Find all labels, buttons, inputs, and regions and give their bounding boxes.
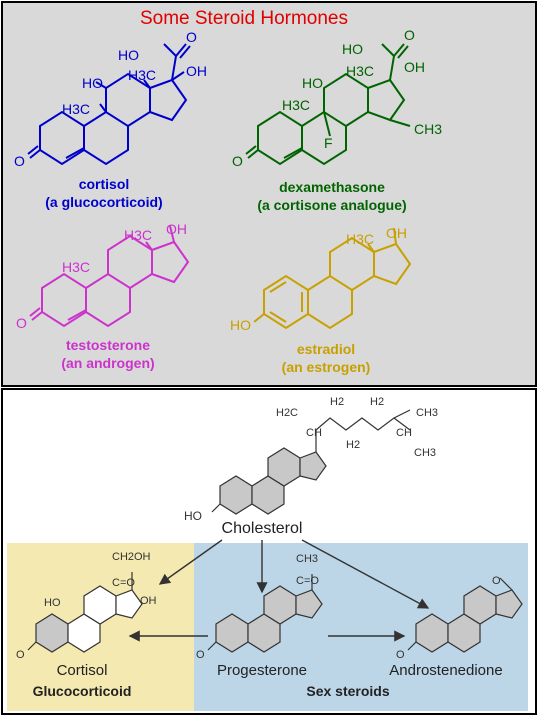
chol-h2a: H2 bbox=[330, 396, 344, 408]
chol-h2c2: H2 bbox=[370, 396, 384, 408]
chol-ch-end: CH bbox=[396, 427, 412, 439]
cortisol-methyl2: H3C bbox=[62, 101, 90, 117]
estradiol-methyl: H3C bbox=[346, 231, 374, 247]
cortisol-structure bbox=[27, 43, 191, 166]
glucocorticoid-label: Glucocorticoid bbox=[33, 683, 132, 699]
dexamethasone-atoms: HO HO OH H3C H3C CH3 F O O bbox=[232, 27, 442, 169]
dexa-oxo-ring: O bbox=[232, 153, 243, 169]
estradiol-oh: OH bbox=[386, 225, 407, 241]
androstenedione-name: Androstenedione bbox=[389, 662, 502, 679]
cortisol-methyl1: H3C bbox=[128, 67, 156, 83]
chol-ch: CH bbox=[306, 427, 322, 439]
pathway-arrows bbox=[128, 539, 430, 642]
progesterone-name: Progesterone bbox=[217, 662, 307, 679]
bc-ch2oh: CH2OH bbox=[112, 551, 151, 563]
top-panel-title: Some Steroid Hormones bbox=[140, 8, 348, 29]
dexa-ho-top: HO bbox=[342, 41, 363, 57]
progesterone-atoms: CH3 C=O O bbox=[196, 553, 319, 661]
cortisol-oxo-top: O bbox=[186, 29, 197, 45]
progesterone-structure bbox=[207, 574, 323, 653]
dexa-methyl2: H3C bbox=[282, 97, 310, 113]
bottom-cortisol-name: Cortisol bbox=[57, 662, 108, 679]
top-panel bbox=[1, 1, 537, 387]
cortisol-ho-top: HO bbox=[118, 47, 139, 63]
estradiol-structure bbox=[253, 227, 412, 330]
bc-oh: OH bbox=[140, 595, 157, 607]
estradiol-name: estradiol bbox=[297, 341, 355, 357]
prog-ch3: CH3 bbox=[296, 553, 318, 565]
testosterone-atoms: OH H3C H3C O bbox=[16, 221, 187, 331]
arrow-cholesterol-to-androstenedione bbox=[301, 539, 430, 609]
dexamethasone-structure bbox=[245, 43, 411, 166]
andro-o-top: O bbox=[492, 575, 501, 587]
dexa-ho-side: HO bbox=[302, 75, 323, 91]
cholesterol-chain-atoms: H2C CH H2 H2 H2 CH3 CH3 CH HO bbox=[184, 396, 438, 523]
testo-oh: OH bbox=[166, 221, 187, 237]
testosterone-name: testosterone bbox=[66, 337, 150, 353]
testosterone-subtitle: (an androgen) bbox=[61, 355, 154, 371]
chol-ch3b: CH3 bbox=[414, 447, 436, 459]
sex-steroids-label: Sex steroids bbox=[306, 683, 389, 699]
estradiol-subtitle: (an estrogen) bbox=[282, 359, 371, 375]
bottom-cortisol-atoms: CH2OH C=O HO OH O bbox=[16, 551, 157, 661]
bottom-cortisol-structure bbox=[27, 572, 143, 653]
dexa-f: F bbox=[324, 135, 333, 151]
dexa-methyl1: H3C bbox=[346, 63, 374, 79]
testo-methyl2: H3C bbox=[62, 259, 90, 275]
dexamethasone-name: dexamethasone bbox=[279, 179, 385, 195]
testo-methyl1: H3C bbox=[124, 227, 152, 243]
chol-ho: HO bbox=[184, 509, 202, 523]
chol-h2c: H2C bbox=[276, 407, 298, 419]
testo-oxo: O bbox=[16, 315, 27, 331]
dexa-ch3: CH3 bbox=[414, 121, 442, 137]
cortisol-ho-side: HO bbox=[82, 75, 103, 91]
dexa-oxo-top: O bbox=[404, 27, 415, 43]
cortisol-oxo-ring: O bbox=[14, 153, 25, 169]
dexa-oh: OH bbox=[404, 59, 425, 75]
chol-h2b: H2 bbox=[346, 439, 360, 451]
testosterone-structure bbox=[29, 225, 190, 328]
bc-o: O bbox=[16, 649, 25, 661]
andro-o: O bbox=[396, 649, 405, 661]
prog-c-eq-o: C=O bbox=[296, 575, 319, 587]
estradiol-atoms: OH H3C HO bbox=[230, 225, 407, 333]
dexamethasone-subtitle: (a cortisone analogue) bbox=[257, 197, 406, 213]
androstenedione-structure bbox=[407, 577, 523, 653]
cortisol-name: cortisol bbox=[79, 176, 130, 192]
cholesterol-structure bbox=[211, 409, 411, 515]
bc-ho: HO bbox=[44, 597, 61, 609]
cortisol-atoms: HO HO OH H3C H3C O O bbox=[14, 29, 207, 169]
arrow-cholesterol-to-cortisol bbox=[158, 539, 223, 585]
cholesterol-name: Cholesterol bbox=[222, 520, 303, 537]
chol-ch3a: CH3 bbox=[416, 407, 438, 419]
estradiol-ho: HO bbox=[230, 317, 251, 333]
androstenedione-atoms: O O bbox=[396, 575, 501, 661]
bc-c-eq-o: C=O bbox=[112, 577, 135, 589]
cortisol-subtitle: (a glucocorticoid) bbox=[45, 194, 162, 210]
cortisol-oh: OH bbox=[186, 63, 207, 79]
prog-o: O bbox=[196, 649, 205, 661]
